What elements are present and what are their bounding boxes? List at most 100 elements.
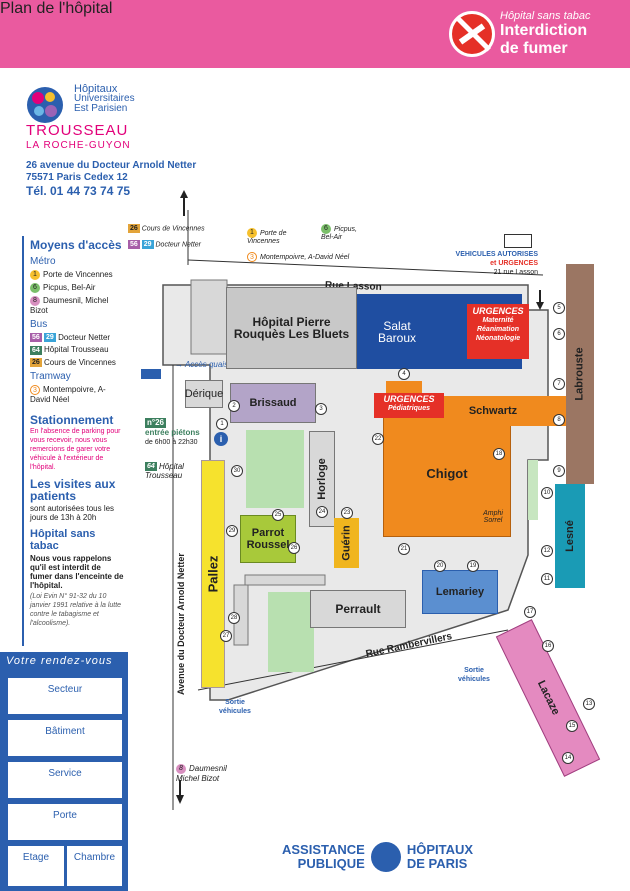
building-lemariey[interactable]: Lemariey (422, 570, 498, 614)
no-smoking-caption: Hôpital sans tabac (500, 10, 591, 22)
ambulance-icon (504, 234, 532, 248)
smoke-text: Nous vous rappelons qu'il est interdit d… (30, 554, 124, 591)
building-label: Lemariey (435, 586, 485, 598)
building-guerin[interactable]: Guérin (334, 518, 359, 568)
brand-line3: Est Parisien (74, 103, 128, 114)
parking-title: Stationnement (30, 413, 114, 428)
legend-text: Porte de Vincennes (247, 229, 287, 245)
bus64-stop: 64 Hôpital Trousseau (145, 462, 205, 480)
page-title: Plan de l'hôpital (0, 0, 113, 17)
door-marker: 1 (216, 418, 228, 430)
door-marker: 17 (524, 606, 536, 618)
door-marker: 15 (566, 720, 578, 732)
ap-line2: PUBLIQUE (297, 856, 365, 871)
door-marker: 3 (315, 403, 327, 415)
smoke-law: (Loi Evin N° 91-32 du 10 janvier 1991 re… (30, 593, 122, 628)
visits-text: sont autorisées tous les jours de 13h à … (30, 504, 115, 523)
metro-label: Daumesnil, Michel Bizot (30, 296, 109, 315)
rdv-field-batiment[interactable]: Bâtiment (8, 720, 122, 756)
bus-label: Docteur Netter (58, 333, 111, 342)
legend-text: Docteur Netter (155, 241, 202, 249)
door-marker: 23 (341, 507, 353, 519)
arrow-down-icon (176, 795, 184, 804)
rdv-field-etage[interactable]: Etage (8, 846, 64, 886)
metro-6-icon: 6 (30, 283, 40, 293)
legend-text: Picpus, Bel-Air (321, 225, 357, 241)
building-chigot[interactable]: Chigot (383, 411, 511, 537)
hp-text: HÔPITAUX DE PARIS (407, 843, 473, 871)
metro-title: Métro (30, 256, 56, 267)
bus-item: 56 29 Docteur Netter (30, 333, 125, 343)
door-marker: 7 (553, 378, 565, 390)
building-label: Pallez (205, 555, 221, 593)
rdv-field-porte[interactable]: Porte (8, 804, 122, 840)
door-marker: 5 (553, 302, 565, 314)
door-marker: 6 (553, 328, 565, 340)
rambervillers-line (197, 629, 509, 691)
door-marker: 29 (226, 525, 238, 537)
rdv-field-secteur[interactable]: Secteur (8, 678, 122, 714)
bus-26-badge: 26 (30, 358, 42, 368)
building-pierre-rouques[interactable]: Hôpital Pierre Rouquès Les Bluets (226, 287, 357, 369)
lawn (268, 592, 314, 672)
door-marker: 21 (398, 543, 410, 555)
visits-title: Les visites aux patients (30, 477, 116, 504)
door-marker: 13 (583, 698, 595, 710)
hospital-name: TROUSSEAU (26, 122, 129, 139)
brand-line1: Hôpitaux (74, 83, 118, 95)
arrow-down-icon (536, 302, 544, 310)
metro-label: Picpus, Bel-Air (43, 283, 96, 293)
vehicules-line1: VEHICULES AUTORISES (455, 251, 538, 258)
urgences-pediatriques[interactable]: URGENCES Pédiatriques (374, 393, 444, 418)
door-marker: 10 (541, 487, 553, 499)
urgences-maternite[interactable]: URGENCES Maternité Réanimation Néonatolo… (467, 304, 529, 359)
building-schwartz[interactable]: Schwartz (420, 396, 566, 426)
building-brissaud[interactable]: Brissaud (230, 383, 316, 423)
building-label: Hôpital Pierre Rouquès Les Bluets (233, 315, 350, 341)
no-smoking-icon (449, 11, 495, 57)
avenue-text: Avenue du Docteur Arnold Netter (176, 553, 186, 695)
metro-8-icon: 8 (30, 296, 40, 306)
building-lesne[interactable]: Lesné (555, 484, 585, 588)
legend-text: Montempoivre, A-David Néel (260, 253, 350, 261)
building-derique[interactable]: Dérique (185, 380, 223, 408)
hospital-subtitle: LA ROCHE-GUYON (26, 140, 131, 151)
bus-64-badge: 64 (145, 462, 157, 472)
building-label: Salat Baroux (377, 318, 417, 345)
rdv-field-chambre[interactable]: Chambre (67, 846, 122, 886)
bus-64-badge: 64 (30, 345, 42, 355)
building-label: Schwartz (468, 405, 518, 417)
entree-text: entrée piétons (145, 428, 200, 437)
door-marker: 14 (562, 752, 574, 764)
access-title: Moyens d'accès (30, 238, 122, 252)
tram-title: Tramway (30, 371, 71, 383)
address-line2: 75571 Paris Cedex 12 (26, 172, 128, 183)
bus-label: Hôpital Trousseau (44, 345, 109, 355)
sortie-vehicules-1: Sortie véhicules (219, 699, 251, 715)
bus-29-badge: 29 (44, 333, 56, 343)
building-label: Guérin (340, 525, 353, 561)
building-label: Chigot (426, 466, 468, 481)
door-marker: 30 (231, 465, 243, 477)
no-smoking-title: Interdiction de fumer (500, 22, 620, 58)
metro-label: Porte de Vincennes (43, 270, 113, 280)
ap-line1: ASSISTANCE (282, 842, 365, 857)
metro-1-icon: 1 (30, 270, 40, 280)
building-labrouste[interactable]: Labrouste (566, 264, 594, 484)
building-parrot-roussel[interactable]: Parrot Roussel (240, 515, 296, 563)
hp-line1: HÔPITAUX (406, 842, 474, 857)
legend-bus56-29: 56 29 Docteur Netter (128, 240, 202, 249)
amphi-label: Amphi Sorrel (483, 510, 503, 524)
building-label: Dérique (184, 388, 224, 400)
rdv-field-service[interactable]: Service (8, 762, 122, 798)
urgences-lines: Maternité Réanimation Néonatologie (475, 317, 521, 342)
building-pallez[interactable]: Pallez (201, 460, 225, 688)
building-perrault[interactable]: Perrault (310, 590, 406, 628)
